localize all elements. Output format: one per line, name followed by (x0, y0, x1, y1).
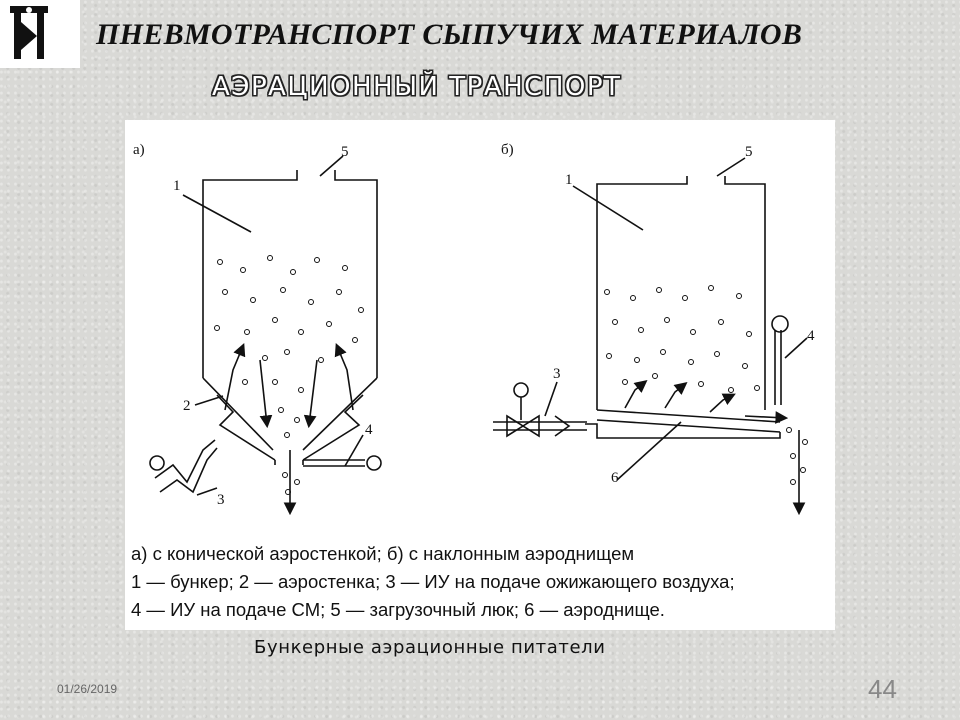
panel-a-labels: а) 1 2 3 4 5 (133, 142, 373, 508)
page-number: 44 (868, 674, 897, 704)
slide-date: 01/26/2019 (57, 682, 118, 696)
label-a-4: 4 (365, 422, 373, 438)
label-b-5: 5 (745, 144, 753, 160)
label-b-3: 3 (553, 366, 561, 382)
label-a-1: 1 (173, 178, 181, 194)
panel-a-particles (214, 255, 364, 495)
diagram-legend: а) с конической аэростенкой; б) с наклон… (125, 532, 835, 630)
label-a-2: 2 (183, 398, 191, 414)
label-b-6: 6 (611, 470, 619, 486)
legend-line-3: 4 — ИУ на подаче СМ; 5 — загрузочный люк… (131, 599, 665, 620)
legend-line-1: а) с конической аэростенкой; б) с наклон… (131, 543, 635, 564)
panel-b-labels: б) 1 3 4 5 6 (501, 142, 815, 486)
diagram-panel: а) 1 2 3 4 5 (125, 120, 835, 532)
aeration-feeders-diagram: а) 1 2 3 4 5 (133, 142, 815, 516)
slide-subtitle: АЭРАЦИОННЫЙ ТРАНСПОРТ (212, 72, 622, 102)
label-a-5: 5 (341, 144, 349, 160)
logo (0, 0, 80, 68)
label-b-4: 4 (807, 328, 815, 344)
legend-line-2: 1 — бункер; 2 — аэростенка; 3 — ИУ на по… (131, 571, 735, 592)
panel-a (149, 155, 382, 516)
figure-caption: Бункерные аэрационные питатели (254, 637, 606, 658)
panel-b (493, 157, 808, 516)
panel-b-particles (604, 285, 808, 485)
logo-emblem-icon (10, 6, 48, 59)
panel-b-letter: б) (501, 142, 514, 158)
label-b-1: 1 (565, 172, 573, 188)
label-a-3: 3 (217, 492, 225, 508)
panel-a-letter: а) (133, 142, 145, 158)
slide-title: ПНЕВМОТРАНСПОРТ СЫПУЧИХ МАТЕРИАЛОВ (96, 18, 803, 51)
